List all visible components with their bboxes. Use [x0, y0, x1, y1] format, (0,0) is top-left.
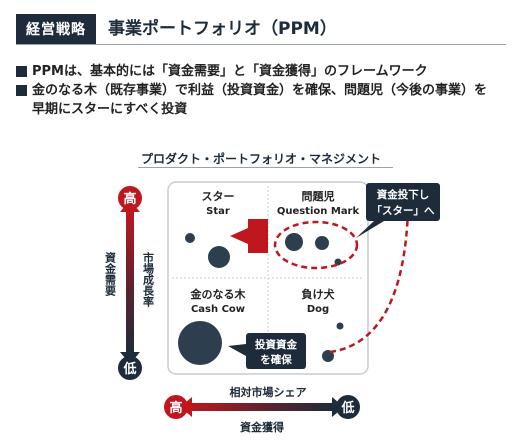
question-label-jp: 問題児 — [302, 189, 335, 203]
y-axis-high-badge — [118, 186, 142, 210]
star-label-en: Star — [206, 206, 230, 217]
bullet-square-icon — [16, 85, 27, 96]
bullet-continuation: 早期にスターにすべく投資 — [16, 100, 516, 119]
x-axis-bar — [186, 403, 336, 411]
bullet-text: 早期にスターにすべく投資 — [32, 102, 188, 117]
star-bubble-small — [185, 233, 195, 243]
question-label-en: Question Mark — [277, 206, 360, 217]
header-tag: 経営戦略 — [16, 14, 96, 44]
question-highlight-ellipse — [273, 220, 359, 270]
bullet-text: 金のなる木（既存事業）で利益（投資資金）を確保、問題児（今後の事業）を — [32, 83, 488, 98]
quadrant-matrix: スター Star 問題児 Question Mark 金のなる木 Cash Co… — [167, 181, 369, 375]
dog-label-jp: 負け犬 — [302, 287, 336, 301]
invest-callout: 資金投下し 「スター」へ — [356, 183, 440, 238]
y-axis-low-label: 低 — [122, 361, 136, 377]
cow-label-jp: 金のなる木 — [190, 287, 247, 301]
invest-callout-box — [366, 183, 440, 221]
header: 経営戦略 事業ポートフォリオ（PPM） — [16, 14, 506, 45]
dog-label-en: Dog — [307, 304, 329, 315]
cow-bubble — [178, 321, 222, 365]
x-axis-low-badge — [336, 395, 360, 419]
y-axis-low-badge — [118, 356, 142, 380]
invest-callout-line1: 資金投下し — [377, 188, 430, 201]
bullet-item: PPMは、基本的には「資金需要」と「資金獲得」のフレームワーク — [16, 62, 516, 81]
star-label-jp: スター — [202, 190, 235, 203]
question-bubble-medium — [315, 236, 329, 250]
secure-callout-pointer — [228, 344, 246, 356]
bullet-item: 金のなる木（既存事業）で利益（投資資金）を確保、問題児（今後の事業）を — [16, 81, 516, 100]
y-axis-outer-label: 資金需要 — [104, 251, 118, 297]
bullet-list: PPMは、基本的には「資金需要」と「資金獲得」のフレームワーク 金のなる木（既存… — [16, 62, 516, 119]
x-axis-low-label: 低 — [340, 400, 354, 416]
header-divider — [16, 44, 506, 45]
invest-callout-line2: 「スター」へ — [372, 204, 435, 217]
invest-callout-pointer — [356, 221, 384, 238]
x-axis-high-badge — [164, 395, 188, 419]
bullet-square-icon — [16, 66, 27, 77]
cow-label-en: Cash Cow — [191, 304, 245, 315]
secure-callout: 投資資金 を確保 — [228, 333, 306, 369]
y-axis-bar — [126, 208, 134, 356]
x-axis: 相対市場シェア 高 低 資金獲得 — [164, 385, 360, 434]
question-bubble-large — [285, 233, 303, 251]
page-title: 事業ポートフォリオ（PPM） — [108, 19, 337, 39]
y-axis-high-label: 高 — [123, 191, 136, 207]
bullet-text: PPMは、基本的には「資金需要」と「資金獲得」のフレームワーク — [32, 64, 428, 79]
secure-callout-line2: を確保 — [260, 353, 292, 366]
x-axis-top-label: 相対市場シェア — [230, 385, 307, 399]
invest-arrow-icon — [230, 219, 268, 253]
diagram-title: プロダクト・ポートフォリオ・マネジメント — [140, 152, 381, 166]
y-axis: 高 低 市場成長率 資金需要 — [104, 186, 155, 380]
cashflow-curve — [329, 209, 410, 354]
dog-bubble-small — [336, 322, 344, 330]
secure-callout-box — [246, 333, 306, 369]
y-axis-inner-label: 市場成長率 — [142, 251, 155, 308]
x-axis-high-label: 高 — [169, 400, 182, 416]
star-bubble-large — [208, 246, 230, 268]
secure-callout-line1: 投資資金 — [255, 338, 297, 351]
x-axis-bottom-label: 資金獲得 — [240, 420, 284, 434]
diagram-title-underline — [138, 167, 393, 168]
